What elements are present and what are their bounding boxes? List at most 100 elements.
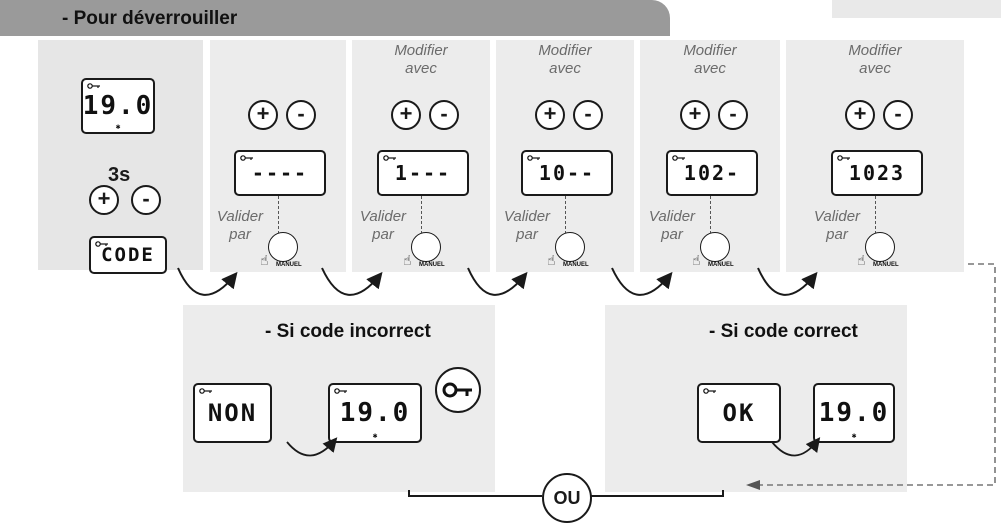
minus-button[interactable]: -	[883, 100, 913, 130]
manual-button[interactable]	[268, 232, 298, 262]
panel-step-2: +-----Valider par☝MANUEL	[210, 40, 346, 272]
correct-title: - Si code correct	[709, 321, 858, 342]
panel-correct: - Si code correct OK 19.0 ✱	[605, 305, 907, 492]
modify-label: Modifier avec	[538, 42, 592, 77]
lcd-code-entry: 102-	[666, 150, 758, 196]
panel-incorrect: - Si code incorrect NON 19.0 ✱	[183, 305, 495, 492]
validate-label: Valider par	[359, 208, 407, 243]
snowflake-icon: ✱	[115, 122, 121, 131]
hand-press-icon: ☝	[403, 252, 412, 268]
lcd-ok: OK	[697, 383, 781, 443]
minus-button[interactable]: -	[131, 185, 161, 215]
manual-button[interactable]	[700, 232, 730, 262]
hand-press-icon: ☝	[857, 252, 866, 268]
dotted-guide	[565, 196, 566, 234]
manual-label: MANUEL	[419, 262, 445, 268]
panel-step-4: Modifier avec +- 10-- Valider par ☝ MANUEL	[496, 40, 634, 272]
key-icon	[672, 155, 685, 161]
manual-label: MANUEL	[563, 262, 589, 268]
lcd-temp-locked-value: 19.0	[339, 398, 411, 428]
dotted-guide	[421, 196, 422, 234]
panel-step-5: Modifier avec +- 102- Valider par ☝ MANUEL	[640, 40, 780, 272]
arrow-4	[611, 267, 673, 296]
snowflake-icon: ✱	[851, 431, 857, 440]
lcd-code: CODE	[89, 236, 167, 274]
hand-press-icon: ☝	[547, 252, 556, 268]
key-icon	[703, 388, 716, 394]
lcd-code-entry: ----	[234, 150, 326, 196]
hold-time: 3s	[108, 164, 131, 186]
manual-button[interactable]	[411, 232, 441, 262]
dotted-guide	[278, 196, 279, 234]
modify-label: Modifier avec	[683, 42, 737, 77]
manual-label: MANUEL	[276, 262, 302, 268]
key-icon	[442, 382, 472, 398]
lcd-temp-value: 19.0	[82, 91, 154, 121]
plus-button[interactable]: +	[89, 185, 119, 215]
lcd-code-entry: 10--	[521, 150, 613, 196]
dotted-guide	[875, 196, 876, 234]
page-title: - Pour déverrouiller	[62, 8, 238, 29]
validate-label: Valider par	[813, 208, 861, 243]
hand-press-icon: ☝	[260, 252, 269, 268]
lcd-code-entry-value: 10--	[538, 161, 596, 185]
validate-label: Valider par	[216, 208, 264, 243]
modify-label: Modifier avec	[394, 42, 448, 77]
validate-label: Valider par	[648, 208, 696, 243]
plus-button[interactable]: +	[391, 100, 421, 130]
arrow-incorrect	[286, 437, 338, 457]
lcd-code-entry-value: 1---	[394, 161, 452, 185]
lcd-code-entry: 1---	[377, 150, 469, 196]
or-circle: OU	[542, 473, 592, 523]
arrow-5	[757, 267, 818, 296]
key-icon	[383, 155, 396, 161]
minus-button[interactable]: -	[286, 100, 316, 130]
arrow-3	[467, 267, 528, 296]
lcd-temp-unlocked-value: 19.0	[818, 398, 890, 428]
panel-step-3: Modifier avec +- 1--- Valider par ☝ MANUEL	[352, 40, 490, 272]
manual-label: MANUEL	[708, 262, 734, 268]
manual-button[interactable]	[555, 232, 585, 262]
key-icon	[837, 155, 850, 161]
manual-label: MANUEL	[873, 262, 899, 268]
key-icon	[199, 388, 212, 394]
dashed-return	[752, 263, 996, 486]
plus-button[interactable]: +	[248, 100, 278, 130]
plus-button[interactable]: +	[535, 100, 565, 130]
arrow-2	[321, 267, 383, 296]
header-bar	[0, 0, 670, 36]
key-zoom-circle	[435, 367, 481, 413]
corner-tab	[832, 0, 1001, 18]
lcd-code-entry-value: ----	[251, 161, 309, 185]
incorrect-title: - Si code incorrect	[265, 321, 431, 342]
lcd-code-entry-value: 1023	[848, 161, 906, 185]
snowflake-icon: ✱	[372, 431, 378, 440]
minus-button[interactable]: -	[429, 100, 459, 130]
minus-button[interactable]: -	[718, 100, 748, 130]
plus-button[interactable]: +	[845, 100, 875, 130]
lcd-temp: 19.0 ✱	[81, 78, 155, 134]
minus-button[interactable]: -	[573, 100, 603, 130]
lcd-non: NON	[193, 383, 272, 443]
dotted-guide	[710, 196, 711, 234]
or-bracket-right	[588, 490, 724, 497]
arrow-1	[177, 267, 238, 296]
key-icon	[87, 83, 100, 89]
validate-label: Valider par	[503, 208, 551, 243]
key-icon	[95, 241, 108, 247]
panel-step-1: 19.0 ✱ 3s + - CODE	[38, 40, 203, 274]
hand-press-icon: ☝	[692, 252, 701, 268]
manual-button[interactable]	[865, 232, 895, 262]
lcd-non-value: NON	[207, 399, 258, 427]
key-icon	[527, 155, 540, 161]
lcd-code-entry: 1023	[831, 150, 923, 196]
or-bracket-left	[408, 490, 542, 497]
lcd-temp-locked: 19.0 ✱	[328, 383, 422, 443]
lcd-temp-unlocked: 19.0 ✱	[813, 383, 895, 443]
plus-button[interactable]: +	[680, 100, 710, 130]
lcd-ok-value: OK	[722, 399, 756, 427]
lcd-code-value: CODE	[101, 244, 155, 266]
key-icon	[334, 388, 347, 394]
